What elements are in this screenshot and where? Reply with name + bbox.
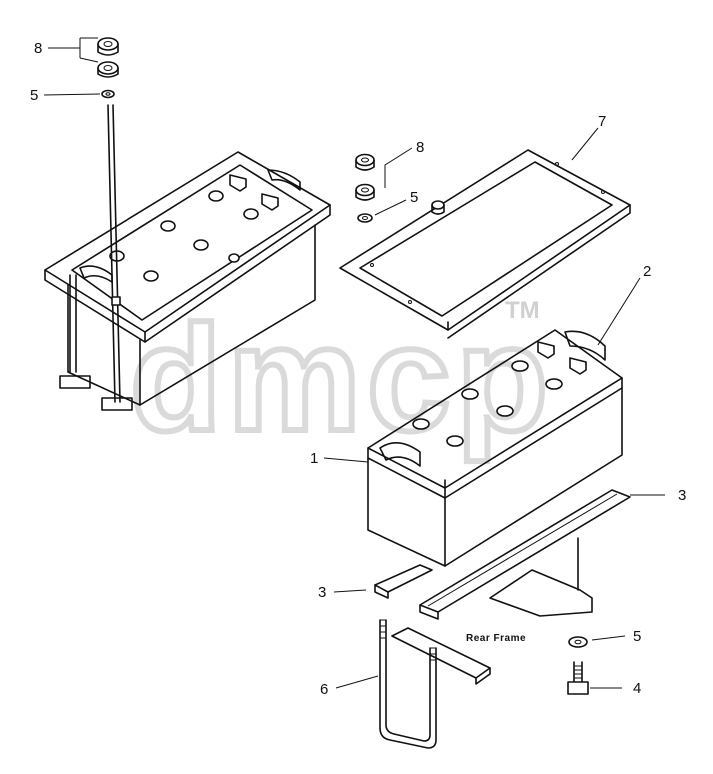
rear-frame-plate (489, 537, 593, 617)
bolt-lower (567, 661, 589, 695)
frame-bracket (391, 627, 491, 685)
callout-4: 4 (633, 680, 641, 697)
callout-6: 6 (320, 681, 328, 698)
callout-7: 7 (598, 113, 606, 130)
battery-right (367, 329, 623, 567)
callout-3-right: 3 (678, 487, 686, 504)
callout-5-lower: 5 (633, 628, 641, 645)
callout-5-right: 5 (410, 189, 418, 206)
leader-lines (43, 37, 665, 689)
bracket-long (419, 489, 631, 620)
callout-8-right: 8 (416, 139, 424, 156)
bracket-front (374, 564, 433, 599)
rear-frame-label: Rear Frame (466, 633, 526, 644)
callouts: 8 5 7 8 5 2 1 3 3 5 4 6 Rear Frame (30, 40, 686, 698)
watermark-logo: dmcp (130, 294, 554, 462)
callout-8-left: 8 (34, 40, 42, 57)
hold-down-frame (339, 149, 631, 339)
u-bolt (379, 619, 437, 749)
battery-left (44, 104, 331, 411)
washer-lower (568, 636, 588, 648)
left-hardware (97, 37, 119, 99)
watermark-tm: TM (505, 297, 540, 324)
callout-1: 1 (310, 450, 318, 467)
callout-5-left: 5 (30, 87, 38, 104)
right-hardware-top (355, 153, 375, 223)
watermark: dmcp TM (127, 291, 554, 465)
callout-3-left: 3 (318, 584, 326, 601)
callout-2: 2 (643, 263, 651, 280)
